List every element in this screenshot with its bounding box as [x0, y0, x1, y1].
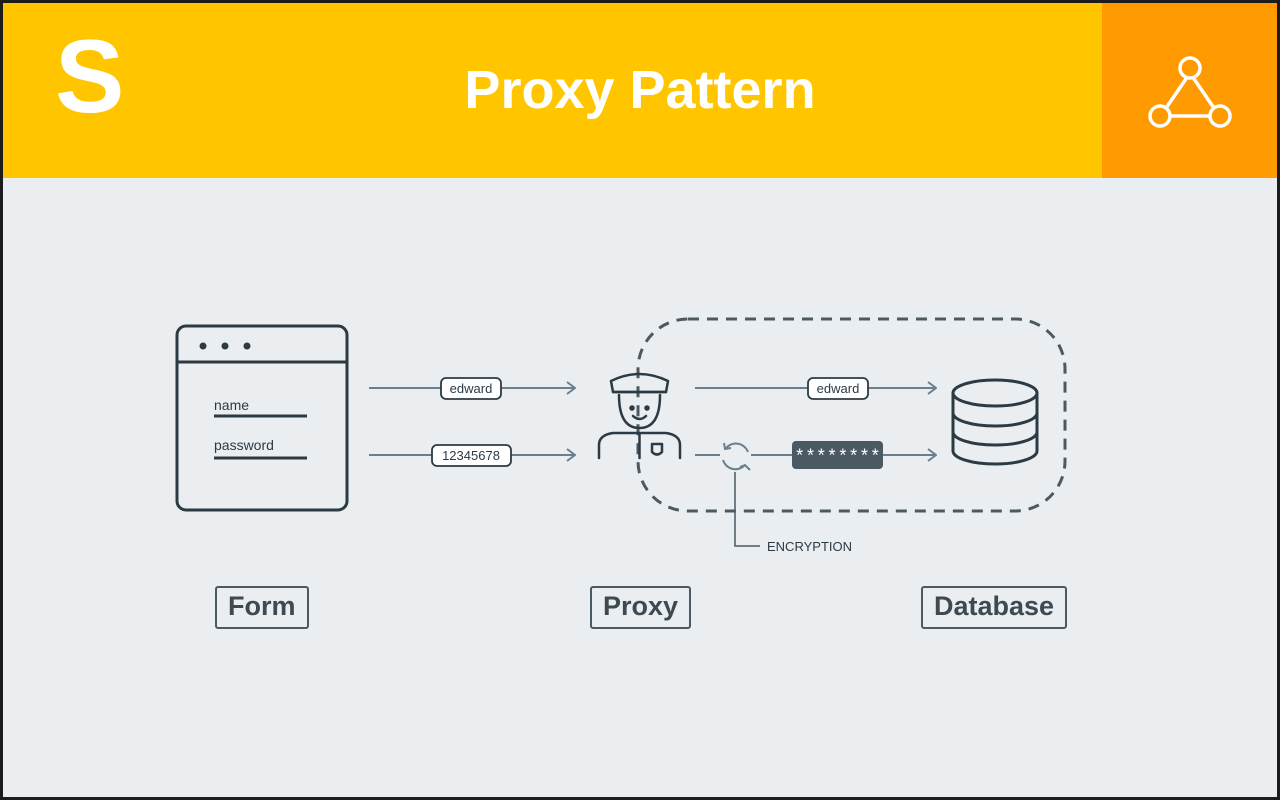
- encryption-label: ENCRYPTION: [767, 539, 852, 554]
- encrypted-password-text: ********: [794, 448, 880, 468]
- database-icon: [951, 378, 1039, 466]
- username-badge: [440, 377, 502, 400]
- proxy-boundary: [636, 317, 1067, 513]
- proxy-diagram: name password edward 12345678 edward ***: [175, 317, 1067, 554]
- share-triangle-icon: [1148, 56, 1232, 128]
- police-officer-icon: [597, 372, 682, 460]
- refresh-cycle-icon: [722, 442, 751, 471]
- password-badge: [431, 444, 512, 467]
- username-forwarded-text: edward: [817, 381, 860, 396]
- encrypted-password-badge: [792, 441, 883, 469]
- proxy-caption: Proxy: [590, 586, 692, 629]
- header-bar: S Proxy Pattern: [3, 3, 1277, 178]
- encryption-leader-line: [734, 472, 760, 547]
- form-window-icon: [175, 324, 349, 512]
- form-password-label: password: [214, 437, 274, 453]
- database-caption: Database: [921, 586, 1068, 629]
- page-title: Proxy Pattern: [464, 60, 816, 120]
- form-caption: Form: [215, 586, 309, 629]
- logo-letter: S: [55, 19, 125, 135]
- corner-panel: [1102, 3, 1277, 178]
- form-name-label: name: [214, 397, 249, 413]
- username-badge-text: edward: [450, 381, 493, 396]
- password-badge-text: 12345678: [442, 448, 500, 463]
- username-forwarded-badge: [807, 377, 869, 400]
